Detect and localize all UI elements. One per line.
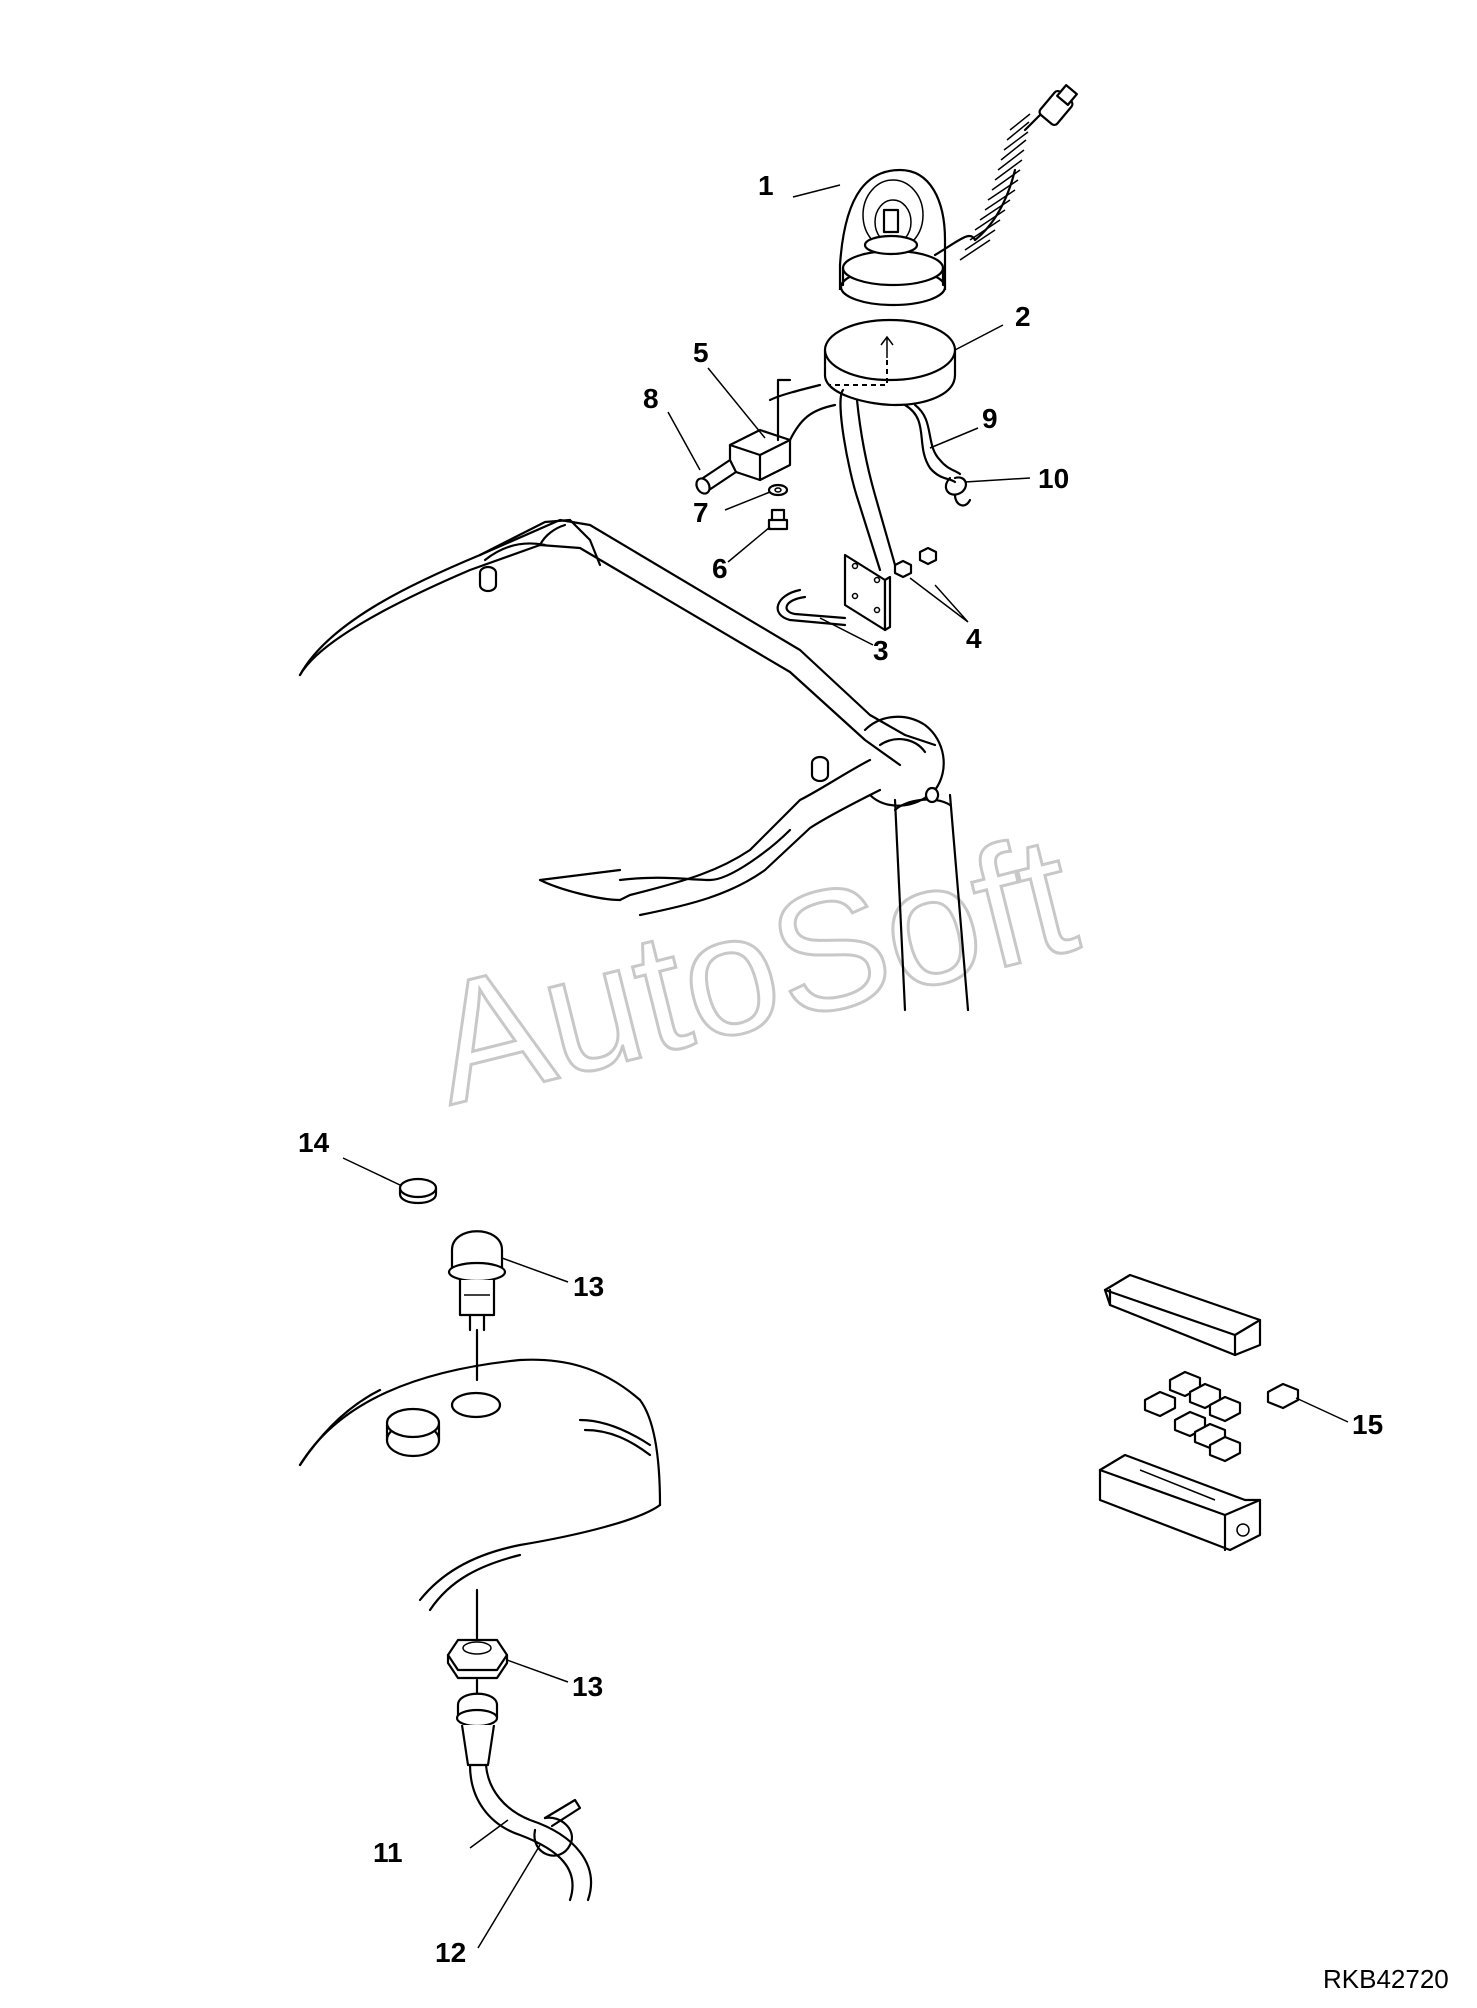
callout-13-switch: 13: [573, 1271, 604, 1302]
fuse-set: [1143, 1370, 1242, 1463]
callout-2: 2: [1015, 301, 1031, 332]
fuse-box-cover: [1103, 1273, 1262, 1357]
mount-plate: [843, 553, 892, 632]
drawing-code: RKB42720: [1323, 1964, 1449, 1994]
switch: [447, 1230, 507, 1382]
u-bolt: [776, 588, 847, 627]
callout-10: 10: [1038, 463, 1069, 494]
bolt: [767, 508, 789, 531]
harness-cable: [455, 1692, 593, 1902]
clip: [944, 476, 972, 507]
coiled-cord: [959, 84, 1078, 261]
magnetic-base: [823, 318, 957, 407]
callout-15: 15: [1352, 1409, 1383, 1440]
beacon-lamp: [838, 168, 977, 307]
callout-8: 8: [643, 383, 659, 414]
callout-12: 12: [435, 1937, 466, 1968]
callout-9: 9: [982, 403, 998, 434]
callout-7: 7: [693, 497, 709, 528]
callout-14: 14: [298, 1127, 330, 1158]
nuts: [893, 546, 938, 579]
callout-1: 1: [758, 170, 774, 201]
leader-lines: [342, 184, 1349, 1949]
mount-bracket: [768, 383, 897, 572]
cap: [398, 1177, 438, 1205]
callout-13-nut: 13: [572, 1671, 603, 1702]
spare-fuse: [1266, 1382, 1300, 1410]
callout-4: 4: [966, 623, 982, 654]
callout-6: 6: [712, 553, 728, 584]
switch-nut: [446, 1588, 509, 1707]
connector-block: [728, 378, 837, 482]
wire-harness: [903, 403, 962, 484]
cab-frame: [298, 518, 970, 1012]
callout-3: 3: [873, 635, 889, 666]
washer: [767, 483, 789, 497]
watermark: AutoSoft: [413, 799, 1092, 1141]
callout-5: 5: [693, 337, 709, 368]
fuse-box-base: [1098, 1453, 1262, 1552]
dash-panel: [298, 1358, 662, 1612]
plug: [695, 458, 738, 495]
callout-11: 11: [373, 1837, 403, 1868]
cable-tie: [533, 1798, 582, 1857]
callouts: 1 2 3 4 5 6 7 8 9 10 11 12 13 13 14 15: [298, 170, 1383, 1968]
